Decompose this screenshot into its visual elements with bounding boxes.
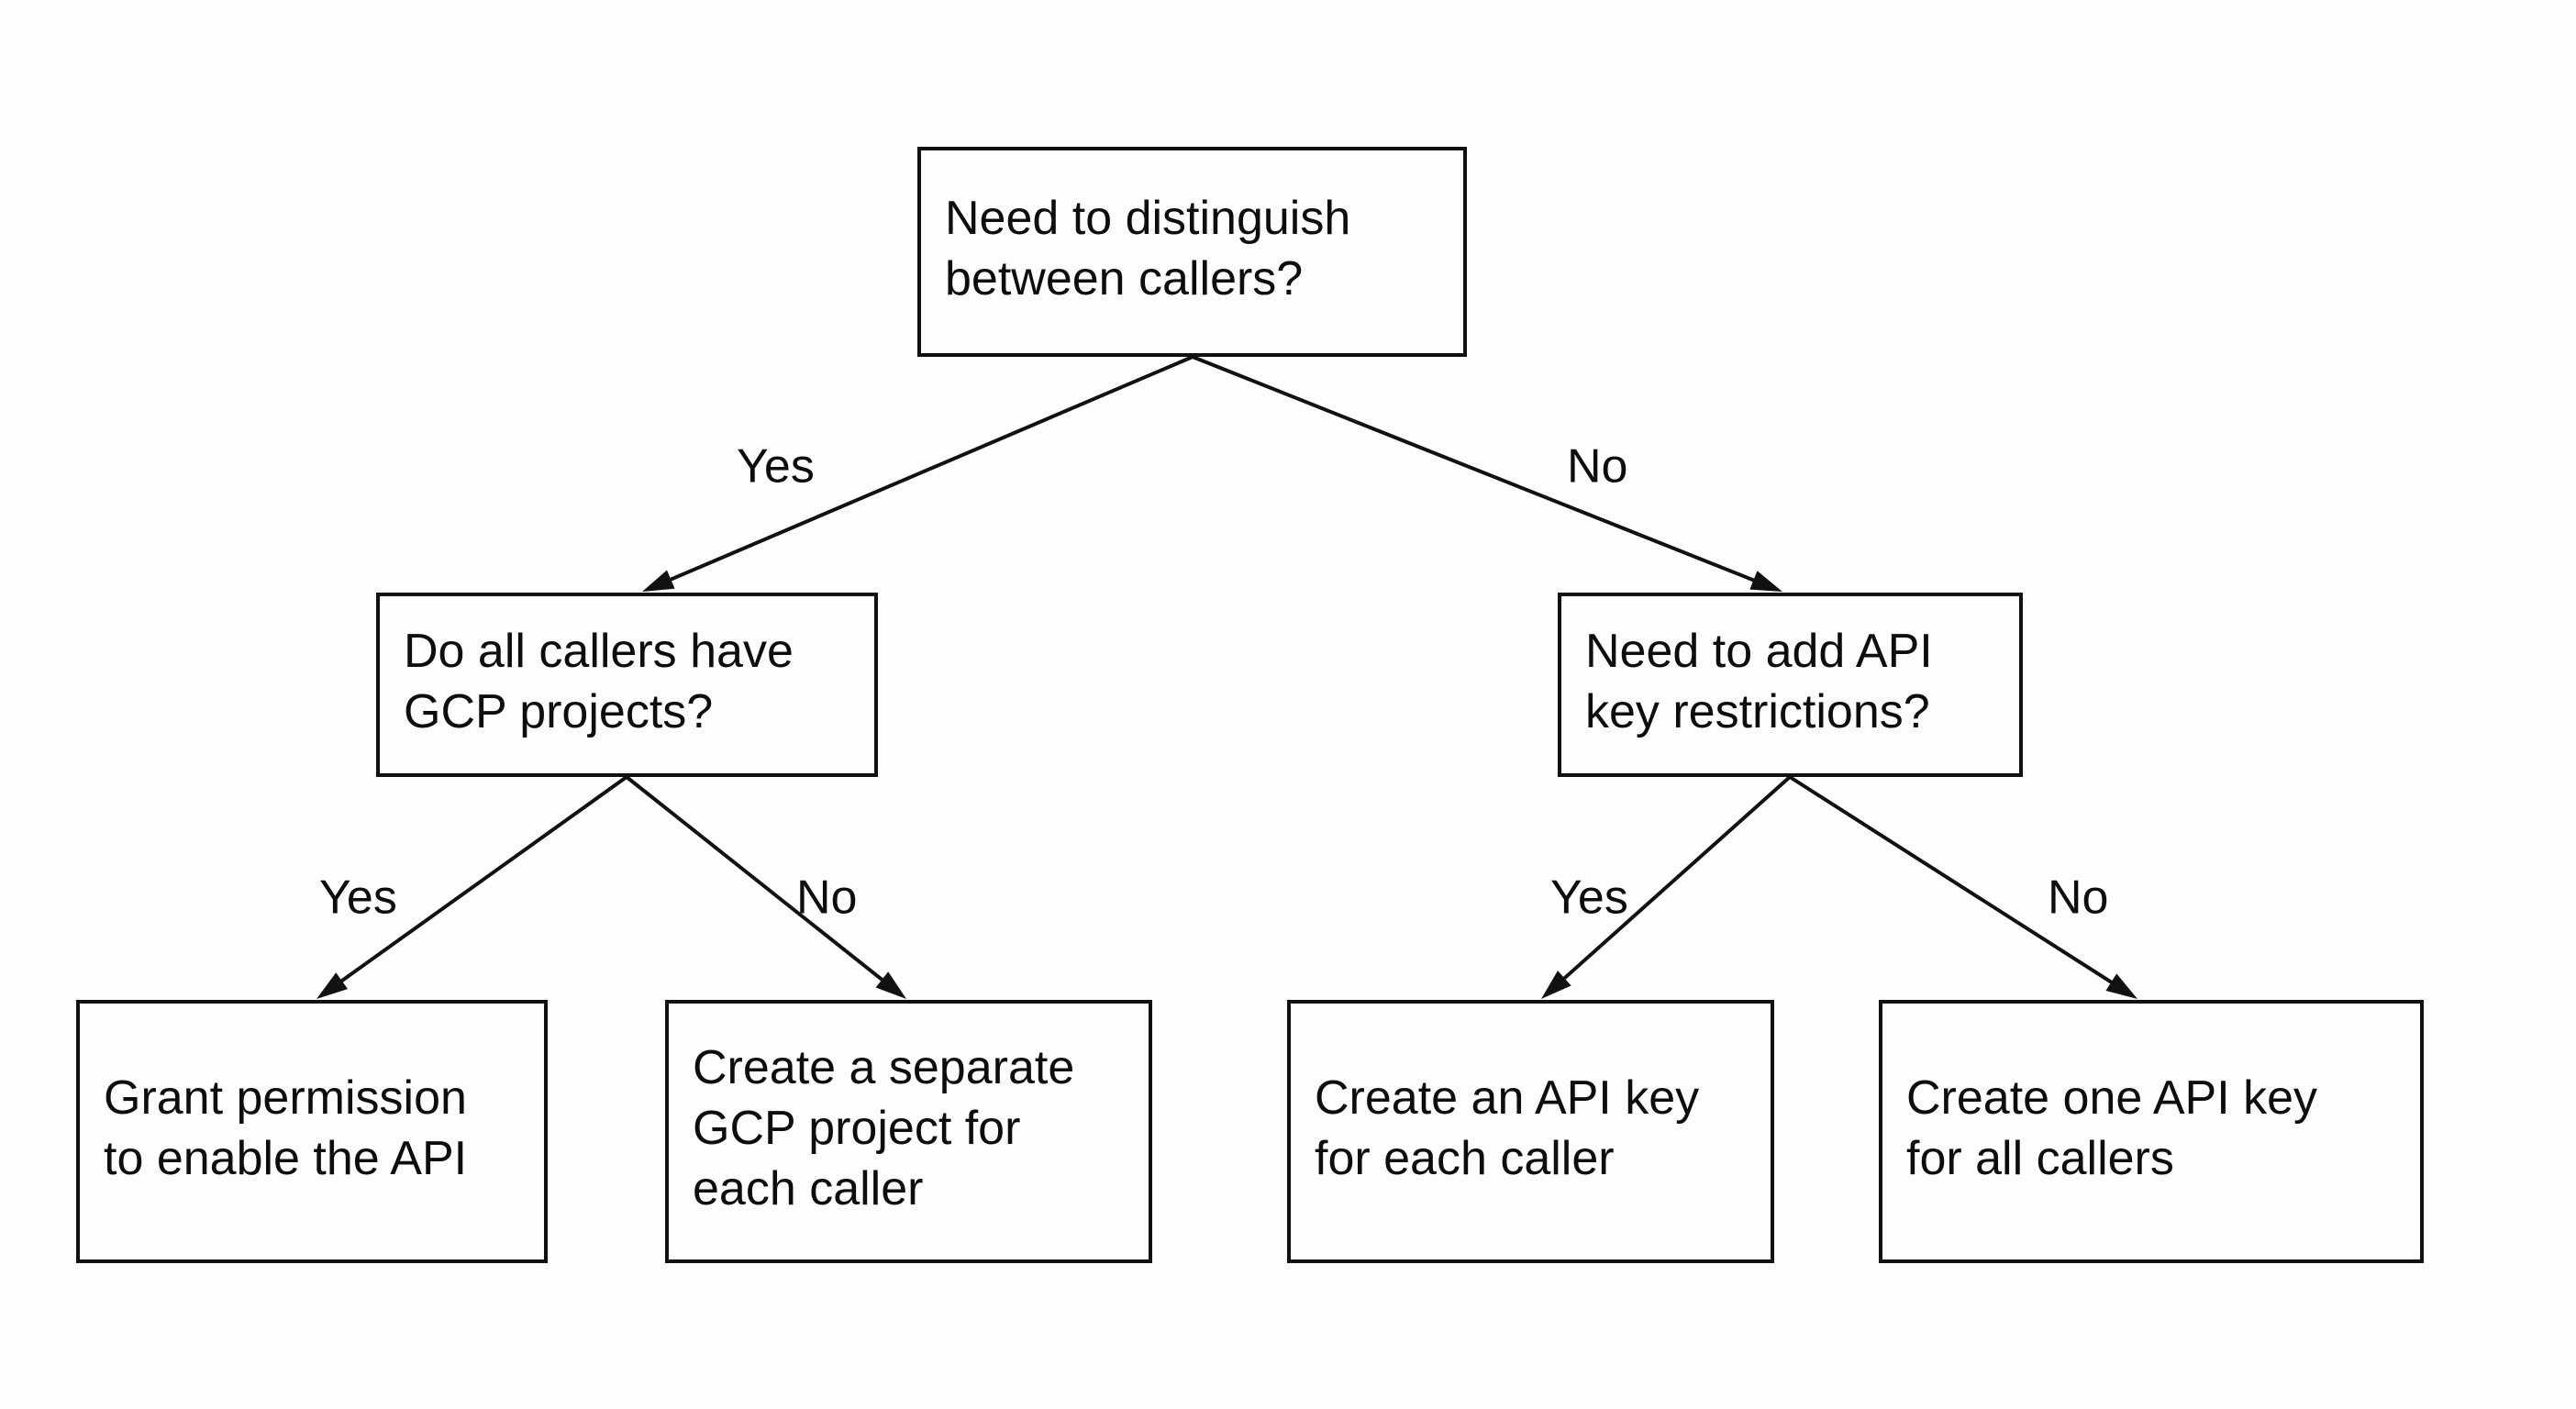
node-box[interactable] [76,1000,548,1263]
edge-right-yes [1541,775,1792,999]
edge-left-yes [316,775,628,999]
edge-root-yes [642,355,1194,592]
node-box[interactable] [917,147,1467,357]
node-text-line: Need to add API [1585,625,1933,678]
node-text-line: Create an API key [1315,1071,1699,1125]
node-leaf-key-each-caller[interactable]: Create an API key for each caller [1287,1000,1774,1263]
edge-label-right-yes: Yes [1550,871,1628,925]
node-box[interactable] [1287,1000,1774,1263]
arrow-head-icon [316,972,349,999]
edge-label-left-no: No [796,871,857,925]
node-text-line: between callers? [945,252,1303,305]
edge-line [1788,775,2120,989]
edge-line [1556,775,1792,986]
arrow-head-icon [875,971,906,999]
node-box[interactable] [1558,593,2023,777]
edge-line [625,775,891,987]
node-text-line: Create one API key [1906,1071,2317,1125]
node-text-line: GCP projects? [404,685,713,738]
node-text-line: Do all callers have [404,625,794,678]
node-leaf-key-all-callers[interactable]: Create one API key for all callers [1879,1000,2424,1263]
edge-label-right-no: No [2048,871,2108,925]
node-text-line: GCP project for [693,1102,1020,1155]
node-text-line: Grant permission [104,1071,467,1125]
edge-label-left-yes: Yes [319,871,397,925]
arrow-head-icon [1541,971,1571,999]
edge-line [333,775,628,988]
edge-line [661,355,1194,585]
arrow-head-icon [1749,571,1782,592]
node-box[interactable] [376,593,878,777]
edge-label-root-no: No [1567,440,1627,494]
node-text-line: to enable the API [104,1132,467,1185]
node-box[interactable] [665,1000,1152,1263]
node-text-line: Need to distinguish [945,192,1350,245]
node-text-line: for all callers [1906,1132,2174,1185]
nodes-layer: Need to distinguish between callers? Do al… [76,147,2424,1263]
edge-right-no [1788,775,2137,999]
arrow-head-icon [642,570,675,592]
edge-line [1192,355,1762,585]
node-box[interactable] [1879,1000,2424,1263]
edge-label-root-yes: Yes [737,440,815,494]
node-root[interactable]: Need to distinguish between callers? [917,147,1467,357]
node-text-line: key restrictions? [1585,685,1930,738]
arrow-head-icon [2105,973,2137,999]
node-text-line: each caller [693,1162,923,1215]
node-l2-right[interactable]: Need to add API key restrictions? [1558,593,2023,777]
edge-root-no [1192,355,1782,592]
node-text-line: Create a separate [693,1041,1074,1094]
node-leaf-grant-permission[interactable]: Grant permission to enable the API [76,1000,548,1263]
edge-left-no [625,775,906,999]
edges-layer [316,355,2137,999]
node-text-line: for each caller [1315,1132,1615,1185]
